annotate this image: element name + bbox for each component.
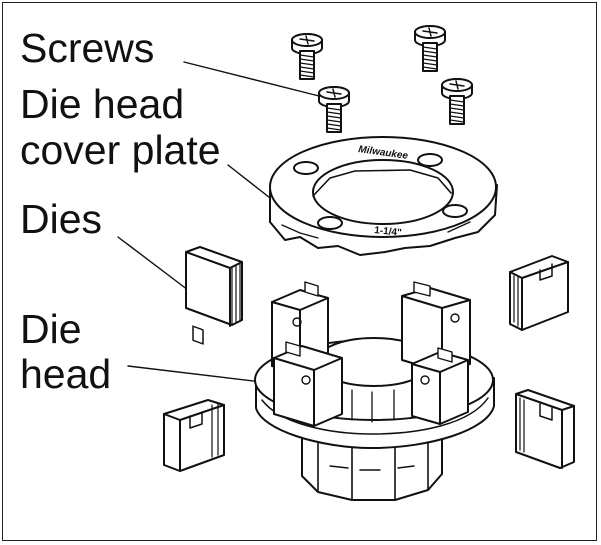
diagram-frame xyxy=(2,2,597,541)
die-bottom-right xyxy=(515,389,575,469)
label-screws: Screws xyxy=(20,25,155,71)
leader-dies xyxy=(117,236,189,291)
label-die-head-line2: head xyxy=(20,351,112,397)
screw-1 xyxy=(291,33,323,80)
label-die-head-line1: Die xyxy=(20,306,82,352)
screw-4 xyxy=(441,78,473,125)
cover-plate: Milwaukee 1-1/4" xyxy=(269,136,498,256)
leader-screws xyxy=(183,61,324,98)
plate-size-text: 1-1/4" xyxy=(374,225,403,239)
label-cover-plate-line2: cover plate xyxy=(20,127,221,173)
die-head-post-back-right xyxy=(401,281,471,373)
die-top-left xyxy=(185,246,243,345)
label-dies: Dies xyxy=(20,196,103,242)
die-bottom-left xyxy=(163,399,225,472)
label-cover-plate-line1: Die head xyxy=(20,81,185,127)
leader-die-head xyxy=(127,365,263,383)
die-head-post-front-right xyxy=(411,347,469,425)
die-top-right xyxy=(509,255,569,331)
screw-2 xyxy=(414,25,446,72)
die-head xyxy=(254,281,495,501)
die-head-post-front-left xyxy=(273,341,343,427)
screw-3 xyxy=(318,86,350,133)
screws-group xyxy=(291,25,473,133)
